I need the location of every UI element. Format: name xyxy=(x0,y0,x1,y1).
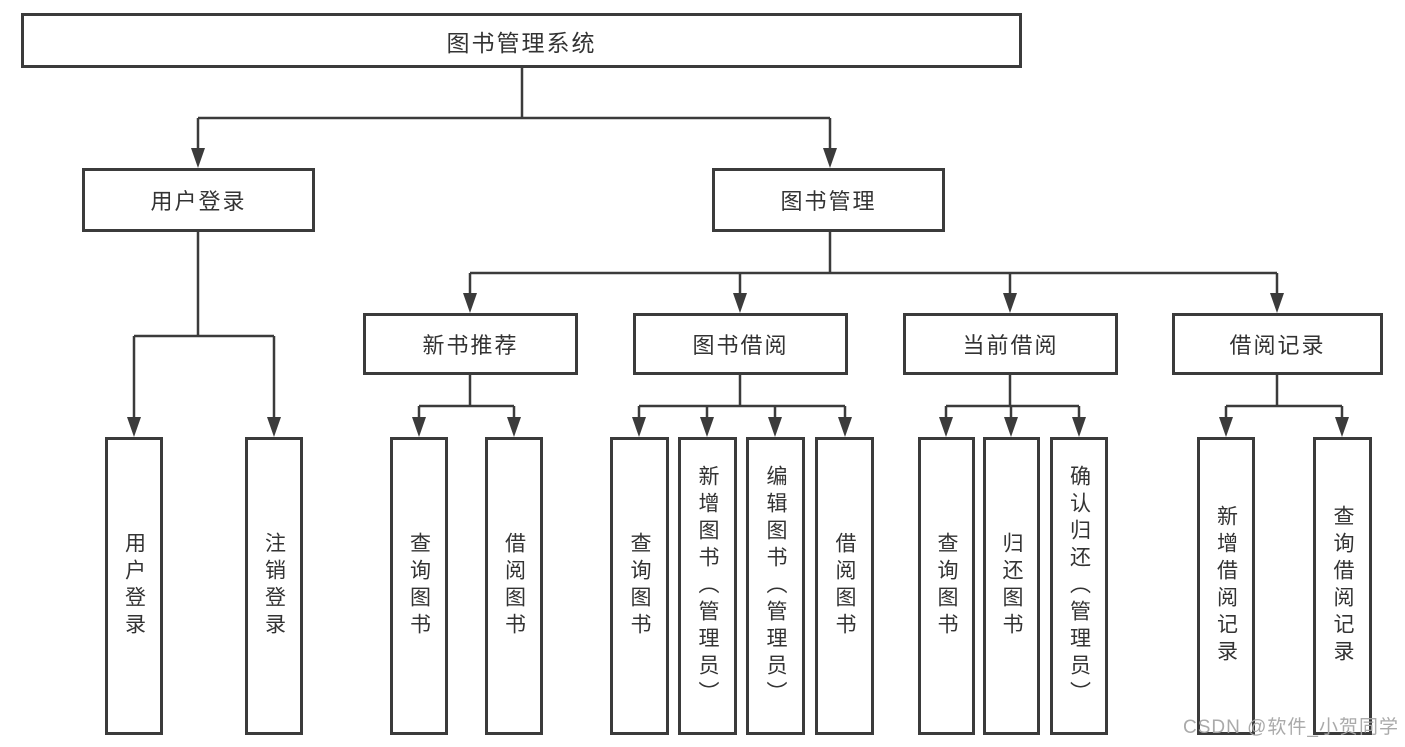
node-confirm-return-admin-label: 确认归还（管理员） xyxy=(1067,464,1091,708)
node-confirm-return-admin: 确认归还（管理员） xyxy=(1050,437,1108,735)
node-borrow-records-label: 借阅记录 xyxy=(1229,333,1326,358)
node-query-books-current: 查询图书 xyxy=(918,437,975,735)
node-borrow-books-action: 借阅图书 xyxy=(815,437,874,735)
node-add-books-admin-label: 新增图书（管理员） xyxy=(696,464,719,708)
node-root: 图书管理系统 xyxy=(21,13,1022,68)
node-add-borrow-record-label: 新增借阅记录 xyxy=(1214,505,1238,667)
node-book-borrow: 图书借阅 xyxy=(633,313,848,375)
node-query-books-borrow-label: 查询图书 xyxy=(628,532,651,640)
node-return-books-label: 归还图书 xyxy=(1000,532,1023,640)
csdn-watermark: CSDN @软件_小贺同学 xyxy=(1183,717,1399,738)
node-current-borrow: 当前借阅 xyxy=(903,313,1118,375)
node-add-borrow-record: 新增借阅记录 xyxy=(1197,437,1255,735)
node-borrow-books-action-label: 借阅图书 xyxy=(833,532,856,640)
node-add-books-admin: 新增图书（管理员） xyxy=(678,437,737,735)
node-borrow-books-newbook-label: 借阅图书 xyxy=(502,532,526,640)
node-user-login-action-label: 用户登录 xyxy=(122,532,146,640)
node-query-books-newbook: 查询图书 xyxy=(390,437,448,735)
node-query-borrow-record: 查询借阅记录 xyxy=(1313,437,1372,735)
node-query-books-current-label: 查询图书 xyxy=(935,532,958,640)
node-new-book-recommend-label: 新书推荐 xyxy=(422,333,519,358)
node-borrow-records: 借阅记录 xyxy=(1172,313,1383,375)
node-current-borrow-label: 当前借阅 xyxy=(962,333,1059,358)
node-borrow-books-newbook: 借阅图书 xyxy=(485,437,543,735)
node-logout: 注销登录 xyxy=(245,437,303,735)
node-book-management-label: 图书管理 xyxy=(780,189,877,214)
node-edit-books-admin: 编辑图书（管理员） xyxy=(746,437,805,735)
node-user-login: 用户登录 xyxy=(82,168,315,232)
node-user-login-label: 用户登录 xyxy=(150,189,247,214)
node-root-label: 图书管理系统 xyxy=(446,29,597,56)
node-edit-books-admin-label: 编辑图书（管理员） xyxy=(764,464,787,708)
node-user-login-action: 用户登录 xyxy=(105,437,163,735)
node-logout-label: 注销登录 xyxy=(262,532,286,640)
node-return-books: 归还图书 xyxy=(983,437,1040,735)
node-book-management: 图书管理 xyxy=(712,168,945,232)
node-query-books-borrow: 查询图书 xyxy=(610,437,669,735)
node-book-borrow-label: 图书借阅 xyxy=(692,333,789,358)
node-query-books-newbook-label: 查询图书 xyxy=(407,532,431,640)
node-new-book-recommend: 新书推荐 xyxy=(363,313,578,375)
node-query-borrow-record-label: 查询借阅记录 xyxy=(1331,505,1354,667)
